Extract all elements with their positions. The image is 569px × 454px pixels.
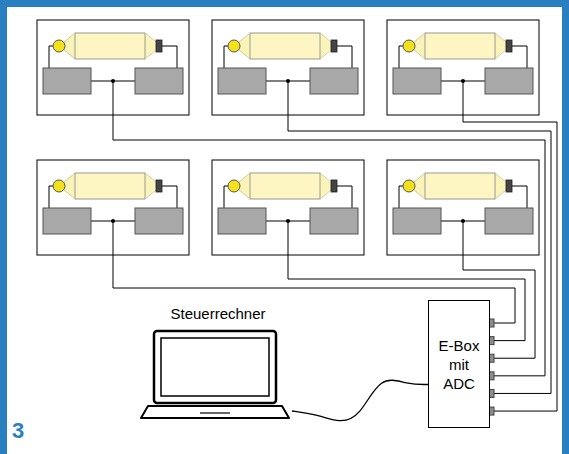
measuring-module [387,160,539,255]
measuring-module [37,160,189,255]
measuring-module [387,20,539,115]
control-computer: Steuerrechner [140,304,296,421]
measuring-module [212,20,364,115]
e-box: E-Box mit ADC [428,300,490,428]
computer-label: Steuerrechner [140,304,296,329]
box-label: E-Box mit ADC [435,336,483,393]
figure-number: 3 [12,418,24,444]
measuring-module [212,160,364,255]
measuring-module [37,20,189,115]
frame-ground [7,7,562,454]
laptop-icon [140,329,290,421]
cable [292,380,428,420]
signal-wire [288,115,551,393]
